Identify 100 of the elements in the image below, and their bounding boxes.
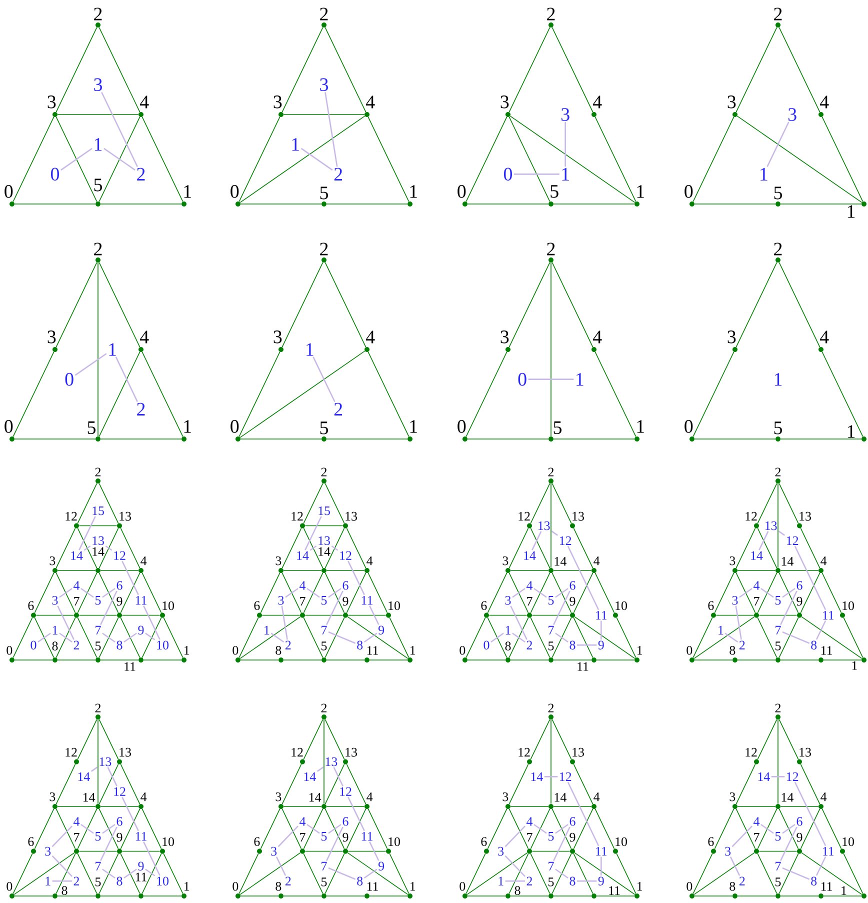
mesh-edge bbox=[34, 572, 54, 614]
node-label: 2 bbox=[548, 704, 554, 712]
triangle-number: 3 bbox=[45, 846, 51, 856]
mesh-vertex: 1 bbox=[848, 425, 866, 442]
triangle-number: 2 bbox=[526, 876, 532, 886]
node-label: 11 bbox=[821, 882, 832, 891]
node-label: 7 bbox=[74, 596, 80, 606]
mesh-vertex: 6 bbox=[254, 601, 262, 618]
node-label: 3 bbox=[500, 96, 509, 108]
node-label: 5 bbox=[96, 642, 101, 650]
dual-edge bbox=[328, 631, 356, 644]
dual-edge bbox=[101, 92, 138, 167]
mesh-vertex: 5 bbox=[88, 421, 100, 442]
mesh-edge bbox=[594, 808, 615, 850]
node-label: 3 bbox=[730, 556, 736, 566]
node-label: 2 bbox=[774, 242, 782, 256]
mesh-vertex: 3 bbox=[48, 96, 58, 117]
dual-edge bbox=[564, 122, 566, 167]
triangle-number: 1 bbox=[774, 373, 782, 386]
mesh-edge bbox=[283, 806, 322, 807]
mesh-edge bbox=[326, 438, 408, 440]
node-label: 2 bbox=[548, 468, 554, 476]
dual-edge bbox=[504, 855, 526, 877]
triangle-number: 5 bbox=[548, 596, 554, 605]
mesh-edge bbox=[368, 116, 410, 202]
node-label: 0 bbox=[232, 646, 238, 655]
mesh-vertex: 11 bbox=[818, 882, 832, 898]
mesh-vertex: 12 bbox=[292, 748, 305, 764]
node-label: 6 bbox=[28, 601, 34, 610]
mesh-vertex: 6 bbox=[481, 601, 489, 618]
mesh-vertex: 4 bbox=[138, 330, 149, 352]
node-label: 0 bbox=[686, 646, 692, 655]
triangle-number: 3 bbox=[271, 846, 277, 856]
mesh-edge bbox=[142, 617, 162, 658]
mesh-edge bbox=[77, 483, 98, 524]
triangle-number: 14 bbox=[524, 551, 536, 560]
mesh-edge bbox=[843, 617, 864, 658]
mesh-vertex: 2 bbox=[321, 468, 327, 484]
triangle-number: 1 bbox=[94, 138, 102, 151]
node-label: 4 bbox=[820, 96, 829, 108]
mesh-edge bbox=[56, 27, 98, 112]
triangle-number: 7 bbox=[776, 862, 781, 870]
node-label: 12 bbox=[292, 512, 303, 521]
mesh-edge bbox=[530, 528, 550, 568]
mesh-edge bbox=[56, 528, 76, 568]
triangle-number: 3 bbox=[505, 596, 511, 605]
mesh-vertex: 4 bbox=[818, 96, 829, 117]
triangle-number: 11 bbox=[596, 846, 607, 856]
mesh-vertex: 2 bbox=[95, 468, 101, 484]
dual-edge bbox=[328, 824, 342, 834]
dual-edge bbox=[276, 856, 286, 876]
mesh-edge bbox=[389, 617, 410, 658]
mesh-edge bbox=[487, 808, 508, 850]
mesh-edge bbox=[77, 617, 98, 658]
mesh-edge bbox=[262, 614, 300, 616]
mesh-vertex: 9 bbox=[116, 596, 122, 618]
node-label: 2 bbox=[95, 704, 101, 712]
triangle-number: 8 bbox=[570, 876, 576, 886]
mesh-vertex: 14 bbox=[92, 547, 104, 573]
node-label: 3 bbox=[730, 792, 736, 802]
dual-edge bbox=[324, 92, 338, 167]
node-label: 7 bbox=[527, 596, 532, 606]
mesh-edge bbox=[736, 262, 778, 348]
mesh-edge bbox=[778, 808, 799, 850]
mesh-edge bbox=[304, 850, 344, 852]
node-label: 9 bbox=[116, 596, 122, 606]
dual-edge bbox=[553, 590, 570, 625]
mesh-vertex: 3 bbox=[274, 96, 284, 117]
triangle-number: 2 bbox=[334, 168, 342, 180]
mesh-edge bbox=[573, 617, 594, 658]
mesh-vertex: 5 bbox=[94, 178, 102, 206]
mesh-edge bbox=[737, 806, 776, 807]
node-label: 0 bbox=[684, 420, 693, 433]
triangle-number: 6 bbox=[342, 581, 348, 590]
dual-edge bbox=[124, 868, 137, 879]
node-label: 3 bbox=[502, 556, 508, 566]
mesh-edge bbox=[532, 850, 570, 852]
dual-edge bbox=[52, 880, 72, 882]
mesh-vertex: 1 bbox=[842, 886, 866, 898]
node-label: 14 bbox=[92, 547, 104, 556]
node-label: 12 bbox=[66, 748, 77, 757]
dual-edge bbox=[732, 826, 753, 848]
mesh-vertex: 3 bbox=[48, 330, 58, 352]
mesh-vertex: 8 bbox=[52, 642, 58, 662]
mesh-edge bbox=[736, 116, 862, 203]
mesh-edge bbox=[326, 570, 365, 571]
mesh-edge bbox=[510, 806, 549, 807]
triangle-number: 11 bbox=[823, 610, 834, 620]
triangle-number: 7 bbox=[322, 862, 327, 870]
mesh-edge bbox=[120, 528, 140, 568]
mesh-edge bbox=[510, 116, 636, 203]
node-label: 10 bbox=[842, 837, 854, 846]
mesh-edge bbox=[573, 808, 594, 850]
dual-edge bbox=[739, 588, 752, 598]
mesh-edge bbox=[282, 27, 324, 112]
mesh-vertex: 1 bbox=[408, 420, 417, 442]
mesh-edge bbox=[56, 116, 98, 202]
node-label: 6 bbox=[708, 837, 714, 846]
mesh-vertex: 1 bbox=[408, 185, 417, 206]
mesh-edge bbox=[778, 853, 799, 894]
